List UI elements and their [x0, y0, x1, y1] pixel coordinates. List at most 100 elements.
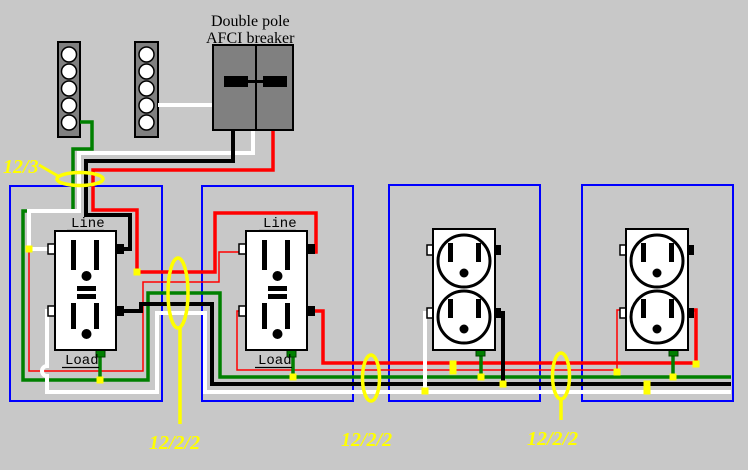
duplex-outlet-3 — [426, 228, 501, 357]
junction-square — [643, 387, 651, 395]
bus-lug — [138, 114, 155, 131]
junction-square — [669, 373, 677, 381]
wire-red-feed — [91, 130, 275, 272]
outlet-slot — [476, 243, 481, 262]
bus-bar-right — [134, 41, 159, 138]
bus-lug — [138, 46, 155, 63]
junction-square — [449, 367, 457, 375]
outlet-slot — [476, 299, 481, 318]
wire-black-load-run — [118, 302, 731, 386]
breaker-label-line1: Double pole — [211, 13, 290, 30]
cable-marker-feed-pointer — [38, 163, 59, 178]
ground-hole — [459, 268, 469, 278]
terminal-line-hot — [307, 244, 315, 254]
breaker-handle-left — [224, 76, 248, 87]
outlet-slot — [641, 243, 646, 262]
bus-lug — [60, 80, 78, 97]
ground-hole — [81, 329, 92, 339]
ground-hole — [272, 329, 283, 339]
receptacle-face — [629, 233, 685, 289]
outlet-slot — [285, 303, 290, 329]
terminal-line-hot — [116, 244, 124, 254]
outlet-slot — [71, 240, 76, 270]
bus-lug — [60, 97, 78, 114]
terminal-load-neutral — [238, 305, 247, 317]
bus-lug — [60, 46, 78, 63]
junction-square — [289, 373, 297, 381]
duplex-outlet-4 — [619, 228, 694, 357]
ground-hole — [272, 271, 283, 281]
bus-bar-left — [57, 41, 81, 138]
terminal-hot-bottom — [688, 308, 694, 318]
junction-square — [692, 360, 700, 368]
breaker-panel: Double pole AFCI breaker — [57, 13, 295, 138]
bus-lug — [138, 63, 155, 80]
outlet-slot — [448, 243, 453, 262]
gfci-outlet-2: Line Load — [238, 216, 315, 369]
wire-red-load-run — [309, 308, 698, 365]
outlet-slot — [669, 299, 674, 318]
breaker-handle-right — [263, 76, 287, 87]
outlet-slot — [71, 303, 76, 329]
terminal-line-neutral — [47, 243, 56, 255]
junction-square — [643, 380, 651, 388]
breaker-body — [212, 44, 294, 131]
wire-black-feed — [84, 130, 235, 251]
junction-boxes — [9, 184, 734, 402]
junction-box-3 — [388, 184, 541, 402]
terminal-load-hot — [307, 306, 315, 316]
receptacle-face — [436, 233, 492, 289]
ground-hole — [459, 324, 469, 334]
wire-white-load-run — [40, 309, 731, 394]
outlet-slot — [262, 303, 267, 329]
junction-squares — [25, 245, 700, 395]
outlet-slot — [94, 303, 99, 329]
cable-markers: 12/3 12/2/2 12/2/2 12/2/2 — [3, 156, 578, 454]
junction-square — [133, 268, 141, 276]
junction-square — [96, 376, 104, 384]
cable-label-run3: 12/2/2 — [527, 428, 578, 450]
junction-square — [449, 360, 457, 368]
bus-lug — [138, 80, 155, 97]
wire-ground-main — [21, 120, 731, 382]
bus-lug — [60, 63, 78, 80]
junction-square — [499, 380, 507, 388]
wire-striped-line-gfci2 — [28, 249, 241, 372]
junction-square — [613, 368, 621, 376]
bus-lug — [138, 97, 155, 114]
gfci2-load-label: Load — [258, 353, 292, 369]
breaker-label-line2: AFCI breaker — [206, 30, 295, 47]
wire-black-riser-box3 — [498, 311, 505, 384]
outlet-slot — [262, 240, 267, 270]
receptacle-face — [436, 289, 492, 345]
cable-marker-run3 — [550, 351, 572, 401]
terminal-load-hot — [116, 306, 124, 316]
bus-lug — [60, 114, 78, 131]
cable-label-run2: 12/2/2 — [341, 429, 392, 451]
junction-square — [477, 373, 485, 381]
junction-square — [25, 245, 33, 253]
junction-square — [421, 387, 429, 395]
test-button — [77, 286, 96, 291]
terminal-hot-top — [495, 245, 501, 255]
gfci-outlet-1: Line Load — [47, 216, 124, 369]
terminal-hot-top — [688, 245, 694, 255]
cable-marker-run2 — [360, 353, 382, 403]
outlet-slot — [669, 243, 674, 262]
outlet-slot — [285, 240, 290, 270]
junction-box-4 — [581, 184, 734, 402]
test-button — [268, 286, 287, 291]
ground-hole — [652, 324, 662, 334]
reset-button — [268, 294, 287, 299]
cable-label-12-3: 12/3 — [3, 156, 39, 178]
gfci1-line-label: Line — [71, 216, 105, 232]
reset-button — [77, 294, 96, 299]
cable-marker-run1 — [166, 256, 190, 330]
terminal-load-neutral — [47, 305, 56, 317]
afci-breaker — [212, 44, 294, 131]
receptacle-face — [629, 289, 685, 345]
cable-marker-feed — [55, 170, 105, 188]
outlet-slot — [94, 240, 99, 270]
